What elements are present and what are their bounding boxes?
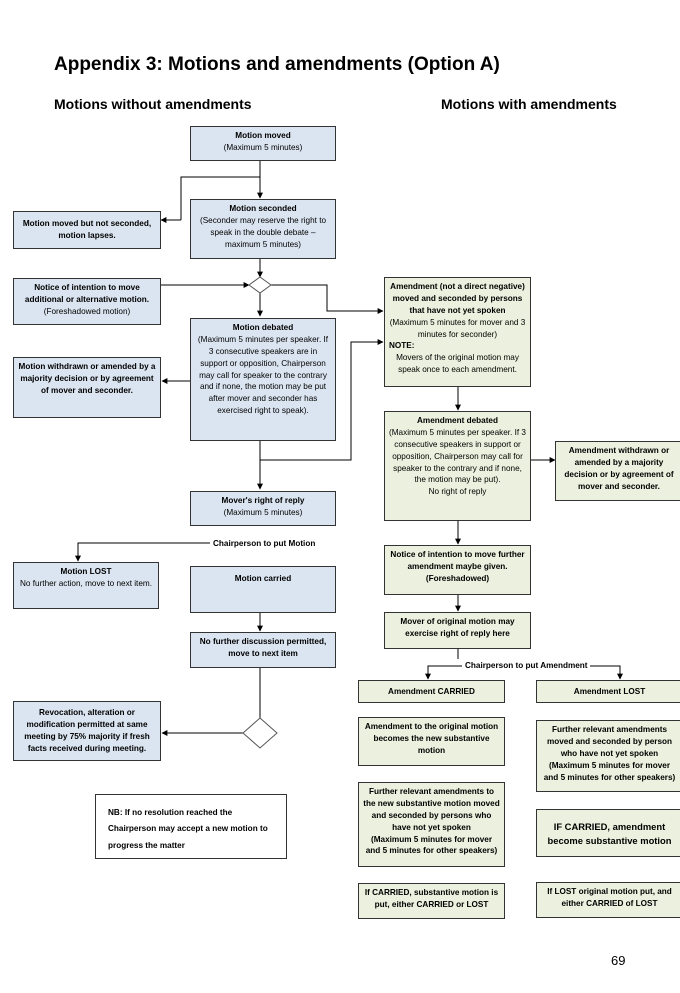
amendment-debated-detail: (Maximum 5 minutes per speaker. If 3 con… (389, 427, 526, 485)
motion-carried-title: Motion carried (234, 574, 292, 583)
left-column-heading: Motions without amendments (54, 96, 252, 112)
no-further-discussion-box: No further discussion permitted, move to… (190, 632, 336, 668)
motion-lost-detail: No further action, move to next item. (20, 578, 152, 588)
motion-withdrawn-text: Motion withdrawn or amended by a majorit… (18, 362, 156, 395)
chair-put-motion-label: Chairperson to put Motion (211, 539, 318, 548)
motion-seconded-detail: (Seconder may reserve the right to speak… (199, 215, 327, 249)
further-after-carried-title: Further relevant amendments to the new s… (363, 787, 500, 832)
nb-note-box: NB: If no resolution reached the Chairpe… (95, 794, 287, 859)
substantive-put-text: If CARRIED, substantive motion is put, e… (364, 888, 499, 909)
amendment-moved-box: Amendment (not a direct negative) moved … (384, 277, 531, 387)
amendment-moved-title: Amendment (not a direct negative) moved … (390, 282, 525, 315)
mover-original-reply-text: Mover of original motion may exercise ri… (400, 617, 515, 638)
amendment-lost-text: Amendment LOST (573, 687, 646, 696)
amendment-moved-detail: (Maximum 5 minutes for mover and 3 minut… (389, 317, 526, 339)
motion-carried-box: Motion carried (190, 566, 336, 613)
no-further-discussion-text: No further discussion permitted, move to… (199, 637, 327, 658)
movers-reply-detail: (Maximum 5 minutes) (223, 507, 303, 517)
notice-further-amendment-text: Notice of intention to move further amen… (390, 550, 525, 583)
revocation-text: Revocation, alteration or modification p… (24, 708, 150, 753)
chair-put-amendment-label: Chairperson to put Amendment (463, 661, 590, 670)
amendment-note-text: Movers of the original motion may speak … (396, 353, 519, 375)
connector-debated-to-amendment (259, 339, 384, 461)
page-title: Appendix 3: Motions and amendments (Opti… (54, 54, 500, 75)
movers-reply-box: Mover's right of reply (Maximum 5 minute… (190, 491, 336, 526)
amendment-carried-box: Amendment CARRIED (358, 680, 505, 703)
decision-diamond-upper (248, 276, 272, 294)
amendment-lost-box: Amendment LOST (536, 680, 680, 703)
amendment-carried-text: Amendment CARRIED (388, 687, 475, 696)
further-after-carried-detail: (Maximum 5 minutes for mover and 5 minut… (365, 834, 498, 856)
motion-debated-title: Motion debated (232, 323, 294, 332)
amendment-debated-note: No right of reply (428, 487, 487, 497)
notice-intention-box: Notice of intention to move additional o… (13, 278, 161, 325)
amendment-debated-title: Amendment debated (417, 416, 498, 425)
notice-further-amendment-box: Notice of intention to move further amen… (384, 545, 531, 595)
motion-seconded-title: Motion seconded (229, 204, 297, 213)
further-after-lost-detail: (Maximum 5 minutes for mover and 5 minut… (543, 760, 676, 782)
further-after-carried-box: Further relevant amendments to the new s… (358, 782, 505, 867)
amendment-withdrawn-box: Amendment withdrawn or amended by a majo… (555, 441, 680, 501)
connector-put-to-carried (425, 665, 462, 680)
lost-original-put-text: If LOST original motion put, and either … (547, 887, 672, 908)
amendment-withdrawn-text: Amendment withdrawn or amended by a majo… (564, 446, 674, 491)
connector-put-to-lost (585, 665, 623, 680)
motion-withdrawn-box: Motion withdrawn or amended by a majorit… (13, 357, 161, 418)
notice-intention-detail: (Foreshadowed motion) (43, 306, 131, 316)
decision-diamond-lower (242, 717, 278, 749)
motion-debated-detail: (Maximum 5 minutes per speaker. If 3 con… (197, 334, 329, 416)
motion-moved-detail: (Maximum 5 minutes) (223, 142, 303, 152)
connector-put-motion (75, 542, 210, 562)
notice-intention-title: Notice of intention to move additional o… (24, 283, 150, 304)
movers-reply-title: Mover's right of reply (221, 496, 305, 505)
mover-original-reply-box: Mover of original motion may exercise ri… (384, 612, 531, 649)
becomes-substantive-text: Amendment to the original motion becomes… (364, 722, 499, 755)
motion-lost-box: Motion LOST No further action, move to n… (13, 562, 159, 609)
right-column-heading: Motions with amendments (441, 96, 617, 112)
lost-original-put-box: If LOST original motion put, and either … (536, 882, 680, 918)
motion-lost-title: Motion LOST (60, 567, 112, 576)
if-carried-substantive-box: IF CARRIED, amendment become substantive… (536, 809, 680, 857)
amendment-note-label: NOTE: (389, 341, 415, 351)
revocation-box: Revocation, alteration or modification p… (13, 701, 161, 761)
further-after-lost-box: Further relevant amendments moved and se… (536, 720, 680, 792)
connector-decision-to-amendment (271, 284, 384, 314)
amendment-debated-box: Amendment debated (Maximum 5 minutes per… (384, 411, 531, 521)
not-seconded-text: Motion moved but not seconded, motion la… (22, 219, 152, 240)
motion-debated-box: Motion debated (Maximum 5 minutes per sp… (190, 318, 336, 441)
motion-moved-title: Motion moved (235, 131, 291, 140)
if-carried-substantive-text: IF CARRIED, amendment become substantive… (547, 821, 672, 846)
substantive-put-box: If CARRIED, substantive motion is put, e… (358, 883, 505, 919)
connector-loop-to-seconded (180, 176, 260, 220)
nb-note-text: NB: If no resolution reached the Chairpe… (108, 808, 268, 850)
not-seconded-box: Motion moved but not seconded, motion la… (13, 211, 161, 249)
motion-seconded-box: Motion seconded (Seconder may reserve th… (190, 199, 336, 259)
page-number: 69 (611, 953, 626, 968)
further-after-lost-title: Further relevant amendments moved and se… (546, 725, 673, 758)
becomes-substantive-box: Amendment to the original motion becomes… (358, 717, 505, 766)
motion-moved-box: Motion moved (Maximum 5 minutes) (190, 126, 336, 161)
